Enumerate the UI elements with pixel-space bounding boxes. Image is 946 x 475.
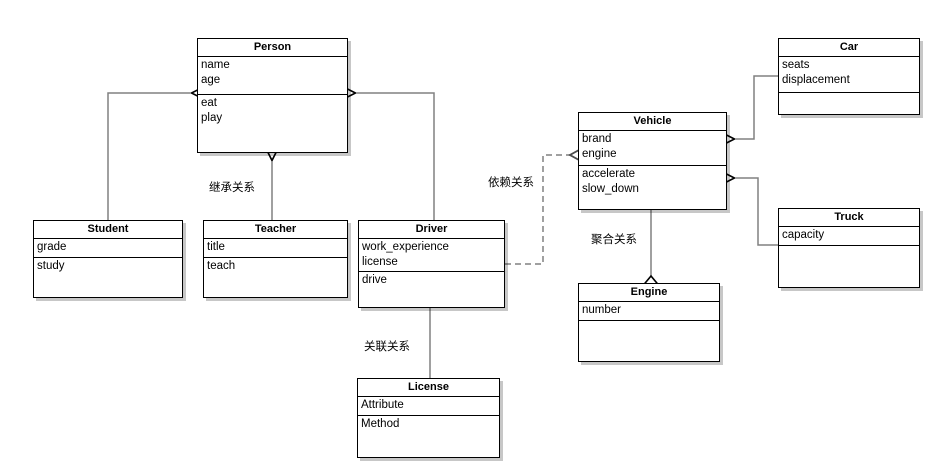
class-attributes-student: grade xyxy=(34,239,182,258)
attribute-item: grade xyxy=(37,241,67,253)
attribute-item: work_experience xyxy=(362,241,449,253)
attribute-item: name xyxy=(201,59,230,71)
method-item: accelerate xyxy=(582,168,636,180)
method-item: slow_down xyxy=(582,182,639,195)
class-methods-student: study xyxy=(34,258,182,297)
class-name-license: License xyxy=(358,379,499,397)
class-name-driver: Driver xyxy=(359,221,504,239)
class-box-license[interactable]: License Attribute Method xyxy=(357,378,500,458)
method-item: eat xyxy=(201,97,217,109)
attribute-item: engine xyxy=(582,147,617,160)
class-name-car: Car xyxy=(779,39,919,57)
attribute-item: number xyxy=(582,304,621,316)
class-attributes-truck: capacity xyxy=(779,227,919,246)
class-box-teacher[interactable]: Teacher title teach xyxy=(203,220,348,298)
class-methods-teacher: teach xyxy=(204,258,347,297)
attribute-item: age xyxy=(201,73,221,86)
edge-label-dependency: 依赖关系 xyxy=(488,175,534,189)
edge-driver-to-vehicle xyxy=(505,155,570,265)
method-item: study xyxy=(37,260,65,272)
class-methods-vehicle: accelerate slow_down xyxy=(579,166,726,209)
attribute-item: brand xyxy=(582,133,612,145)
class-box-driver[interactable]: Driver work_experience license drive xyxy=(358,220,505,308)
class-methods-car xyxy=(779,93,919,114)
class-attributes-license: Attribute xyxy=(358,397,499,416)
attribute-item: Attribute xyxy=(361,399,404,411)
attribute-item: capacity xyxy=(782,229,825,241)
edge-label-inheritance: 继承关系 xyxy=(209,180,255,194)
edge-student-to-person xyxy=(107,93,190,220)
attribute-item: title xyxy=(207,241,225,253)
class-box-engine[interactable]: Engine number xyxy=(578,283,720,362)
class-methods-driver: drive xyxy=(359,272,504,307)
edge-driver-to-person xyxy=(357,93,435,220)
class-methods-truck xyxy=(779,246,919,287)
attribute-item: displacement xyxy=(782,73,850,86)
class-box-student[interactable]: Student grade study xyxy=(33,220,183,298)
class-attributes-car: seats displacement xyxy=(779,57,919,93)
class-box-person[interactable]: Person name age eat play xyxy=(197,38,348,153)
attribute-item: seats xyxy=(782,59,810,71)
method-item: play xyxy=(201,111,223,124)
class-attributes-person: name age xyxy=(198,57,347,95)
class-box-vehicle[interactable]: Vehicle brand engine accelerate slow_dow… xyxy=(578,112,727,210)
edge-label-aggregation: 聚合关系 xyxy=(591,232,637,246)
class-attributes-vehicle: brand engine xyxy=(579,131,726,166)
method-item: Method xyxy=(361,418,400,430)
class-name-engine: Engine xyxy=(579,284,719,302)
method-item: drive xyxy=(362,274,387,286)
class-box-car[interactable]: Car seats displacement xyxy=(778,38,920,115)
class-methods-person: eat play xyxy=(198,95,347,152)
class-name-truck: Truck xyxy=(779,209,919,227)
edge-car-to-vehicle xyxy=(736,75,778,139)
class-methods-engine xyxy=(579,321,719,361)
class-name-student: Student xyxy=(34,221,182,239)
class-attributes-teacher: title xyxy=(204,239,347,258)
class-methods-license: Method xyxy=(358,416,499,457)
edge-label-association: 关联关系 xyxy=(364,339,410,353)
class-name-teacher: Teacher xyxy=(204,221,347,239)
class-box-truck[interactable]: Truck capacity xyxy=(778,208,920,288)
class-attributes-driver: work_experience license xyxy=(359,239,504,272)
class-attributes-engine: number xyxy=(579,302,719,321)
class-name-vehicle: Vehicle xyxy=(579,113,726,131)
class-name-person: Person xyxy=(198,39,347,57)
edge-truck-to-vehicle xyxy=(736,178,778,246)
method-item: teach xyxy=(207,260,236,272)
attribute-item: license xyxy=(362,255,398,268)
